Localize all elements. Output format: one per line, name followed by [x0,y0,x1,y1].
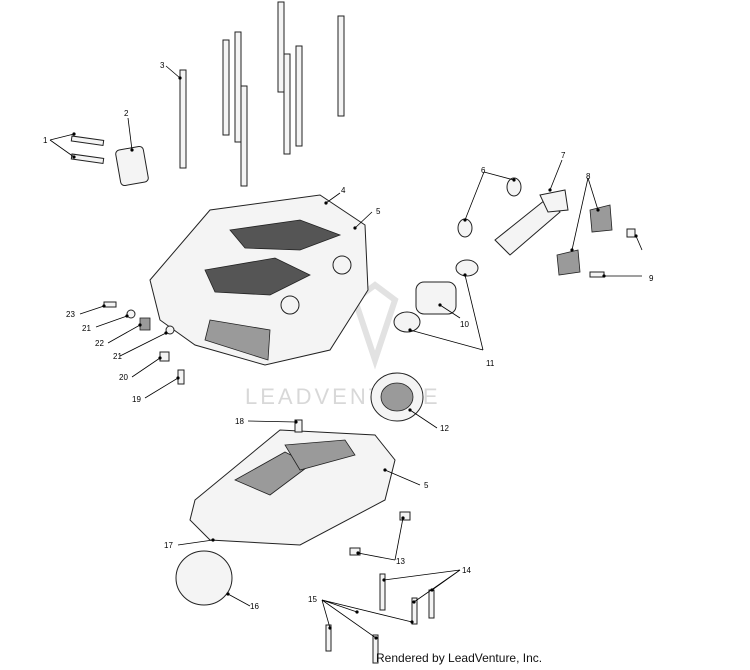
leader-lines [49,65,643,639]
callout-19: 19 [132,395,141,404]
lower-crankcase [189,419,396,546]
callout-16: 16 [250,602,259,611]
callout-8: 8 [586,172,591,181]
callout-21-upper: 21 [82,324,91,333]
cylinder-studs [179,1,345,187]
case-bolts [325,573,435,664]
callout-5-lower: 5 [424,481,429,490]
coolant-fittings [393,177,636,333]
callout-11: 11 [486,359,495,368]
callout-5-upper: 5 [376,207,381,216]
o-ring [175,550,233,606]
bolts-item-1 [70,135,105,164]
callout-3: 3 [160,61,165,70]
credit-text: Rendered by LeadVenture, Inc. [376,651,543,665]
callout-14: 14 [462,566,471,575]
callout-4: 4 [341,186,346,195]
small-parts [103,301,185,385]
callout-7: 7 [561,151,566,160]
callout-22: 22 [95,339,104,348]
callout-13: 13 [396,557,405,566]
callout-1: 1 [43,136,48,145]
leader-dots [72,76,638,640]
callout-10: 10 [460,320,469,329]
callout-9: 9 [649,274,654,283]
fitting-item-13a [399,511,411,521]
fitting-item-13b [349,547,361,556]
callout-6: 6 [481,166,486,175]
callout-12: 12 [440,424,449,433]
callout-2: 2 [124,109,129,118]
callout-20: 20 [119,373,128,382]
callout-23: 23 [66,310,75,319]
upper-crankcase [149,194,369,366]
callout-21-lower: 21 [113,352,122,361]
cover-plate [115,145,149,187]
callout-17: 17 [164,541,173,550]
callout-15: 15 [308,595,317,604]
callout-labels: 1 2 3 4 5 6 7 8 9 10 11 12 13 14 15 16 1… [43,61,654,611]
callout-18: 18 [235,417,244,426]
